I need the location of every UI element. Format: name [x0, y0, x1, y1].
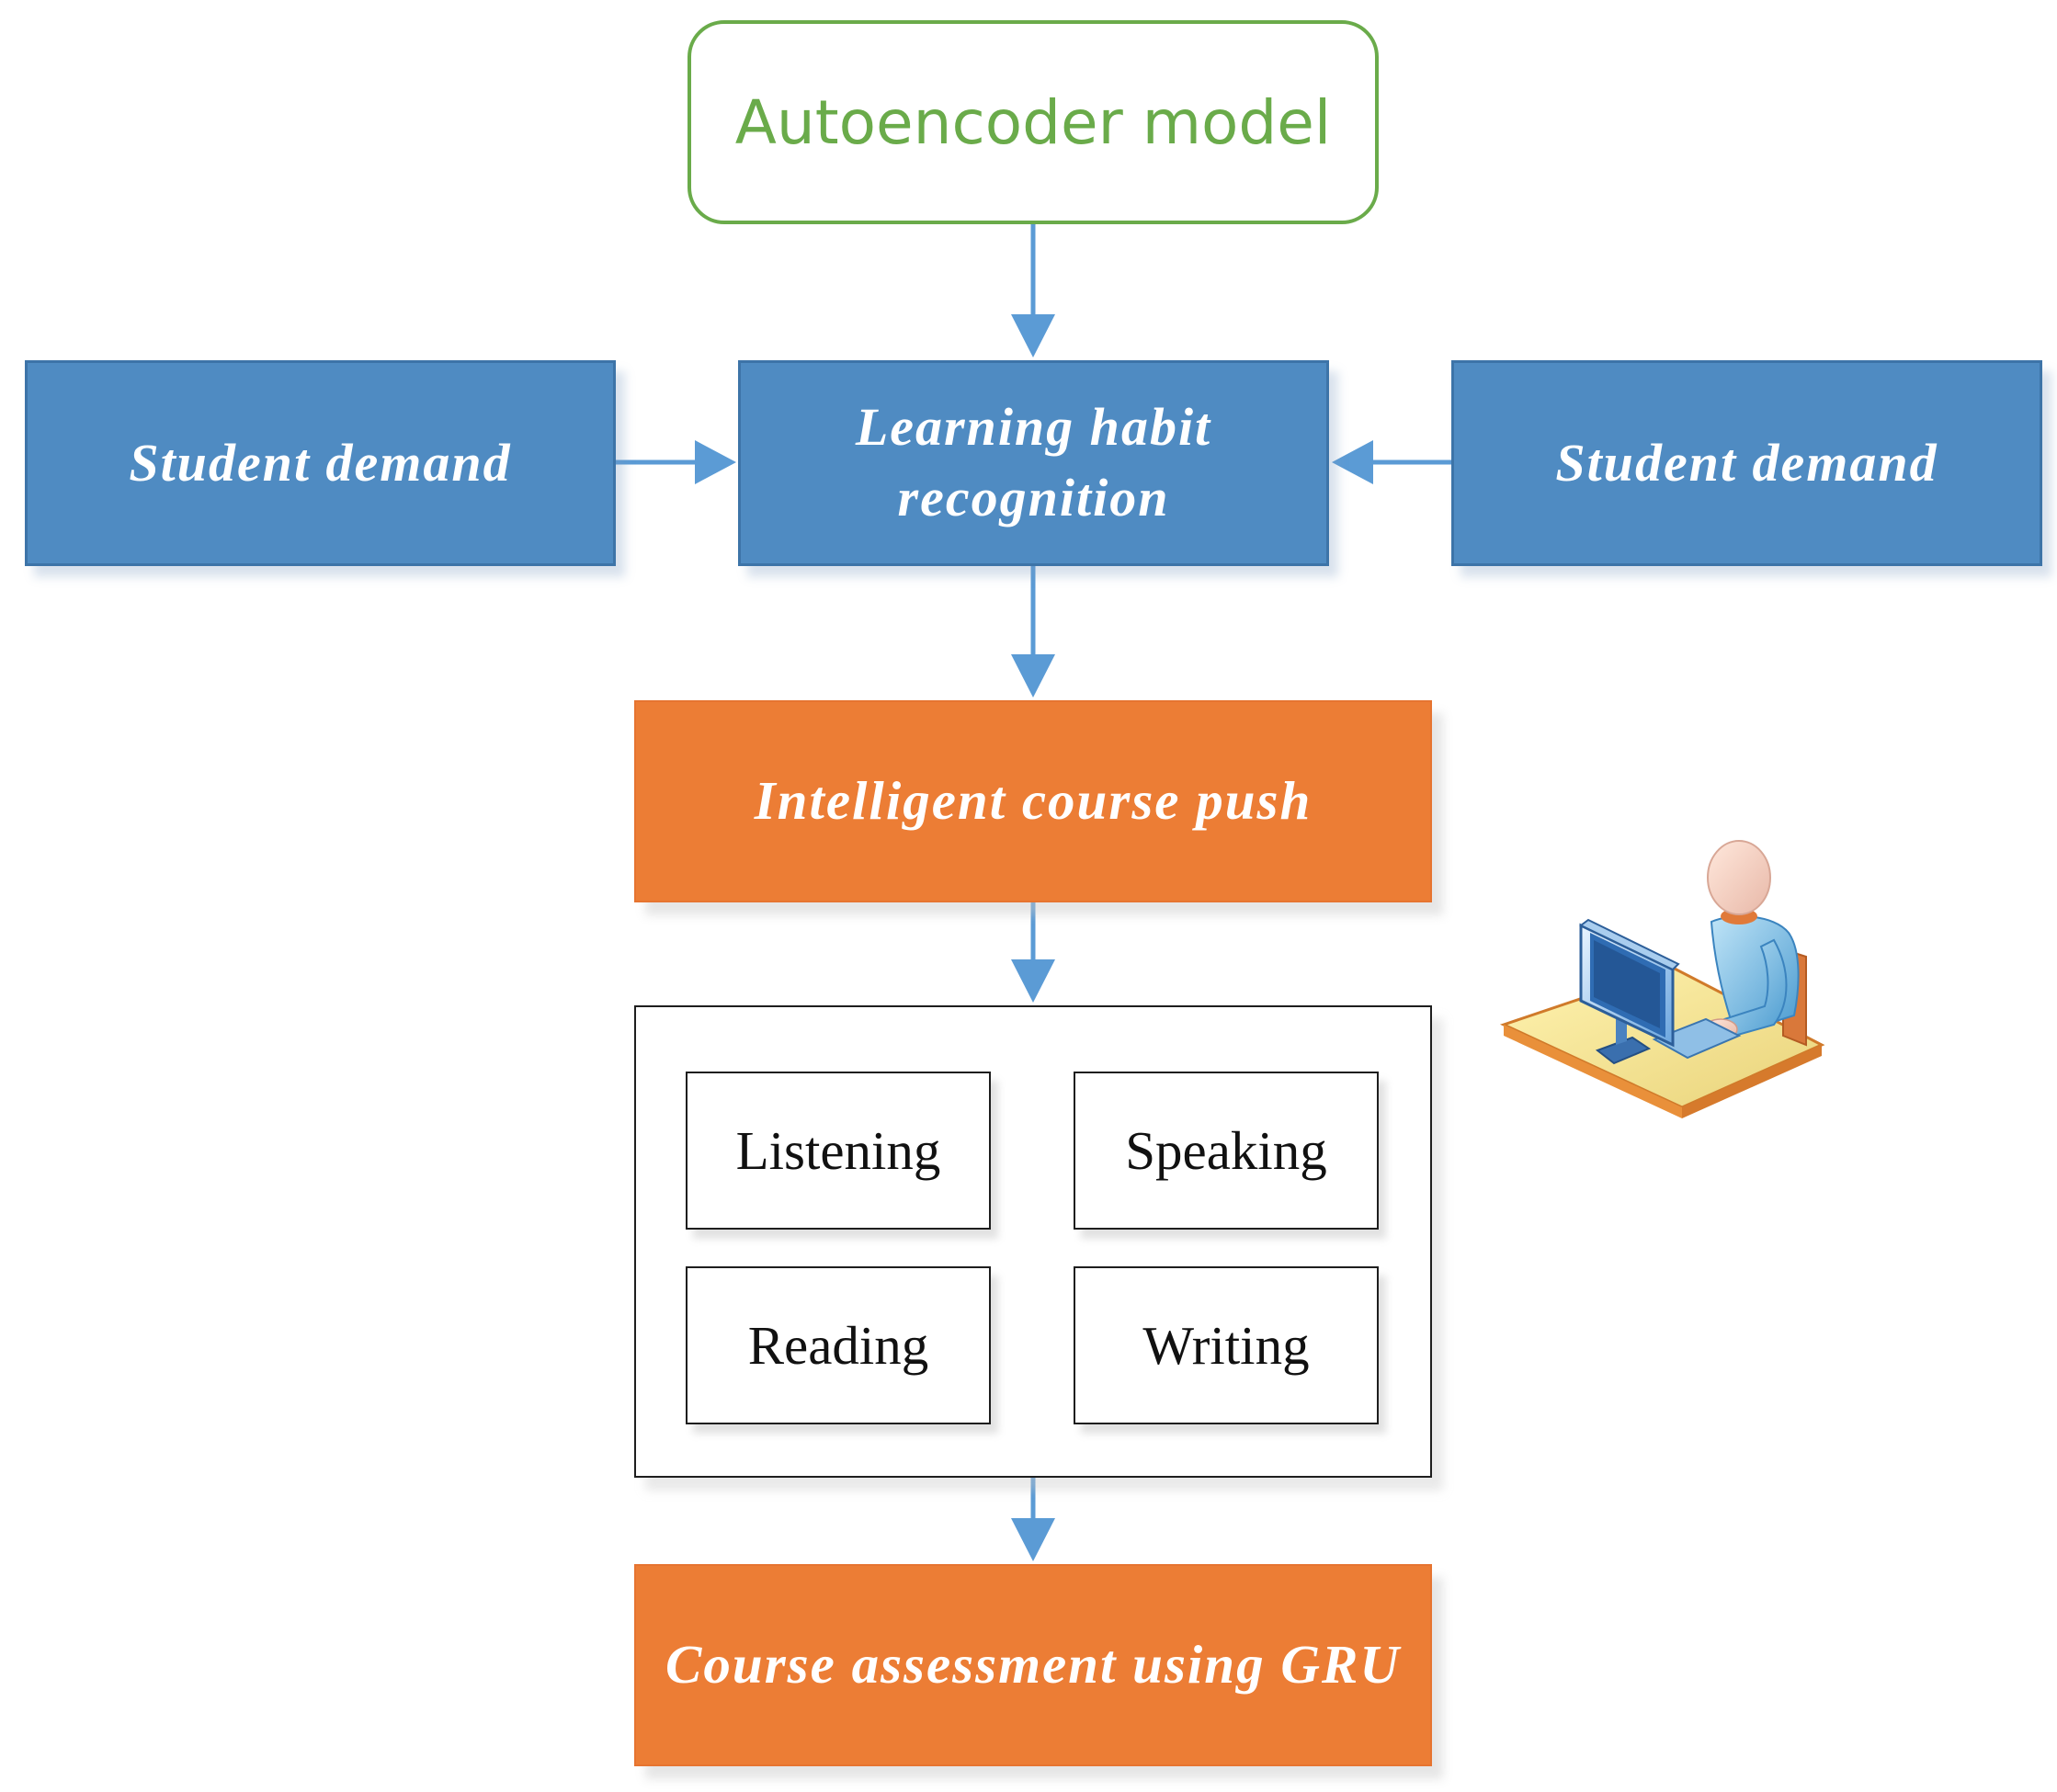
intelligent-course-push-label: Intelligent course push [754, 770, 1313, 832]
skill-reading-label: Reading [747, 1314, 929, 1376]
skill-listening-label: Listening [735, 1119, 941, 1181]
skill-speaking-label: Speaking [1125, 1119, 1327, 1181]
intelligent-course-push-node: Intelligent course push [634, 700, 1432, 902]
autoencoder-model-label: Autoencoder model [734, 86, 1332, 158]
skill-writing-label: Writing [1142, 1314, 1310, 1376]
student-demand-left-label: Student demand [129, 432, 512, 493]
student-demand-left-node: Student demand [25, 360, 616, 566]
skill-listening-box: Listening [686, 1072, 991, 1230]
person-at-computer-icon [1499, 840, 1825, 1118]
student-demand-right-node: Student demand [1451, 360, 2042, 566]
arrow-push-to-skills [1011, 902, 1055, 1003]
arrow-left-demand-to-habit [616, 440, 736, 484]
arrow-autoencoder-to-habit [1011, 224, 1055, 357]
learning-habit-recognition-label: Learning habit recognition [856, 392, 1211, 533]
habit-label-line1: Learning habit [855, 397, 1212, 458]
course-assessment-label: Course assessment using GRU [665, 1634, 1401, 1696]
student-demand-right-label: Student demand [1555, 432, 1938, 493]
course-assessment-node: Course assessment using GRU [634, 1564, 1432, 1766]
skill-writing-box: Writing [1074, 1266, 1379, 1424]
habit-label-line2: recognition [897, 468, 1170, 527]
arrow-habit-to-push [1011, 566, 1055, 698]
skill-speaking-box: Speaking [1074, 1072, 1379, 1230]
arrow-right-demand-to-habit [1332, 440, 1451, 484]
arrow-skills-to-assessment [1011, 1478, 1055, 1561]
skill-reading-box: Reading [686, 1266, 991, 1424]
autoencoder-model-node: Autoencoder model [688, 20, 1379, 224]
learning-habit-recognition-node: Learning habit recognition [738, 360, 1329, 566]
